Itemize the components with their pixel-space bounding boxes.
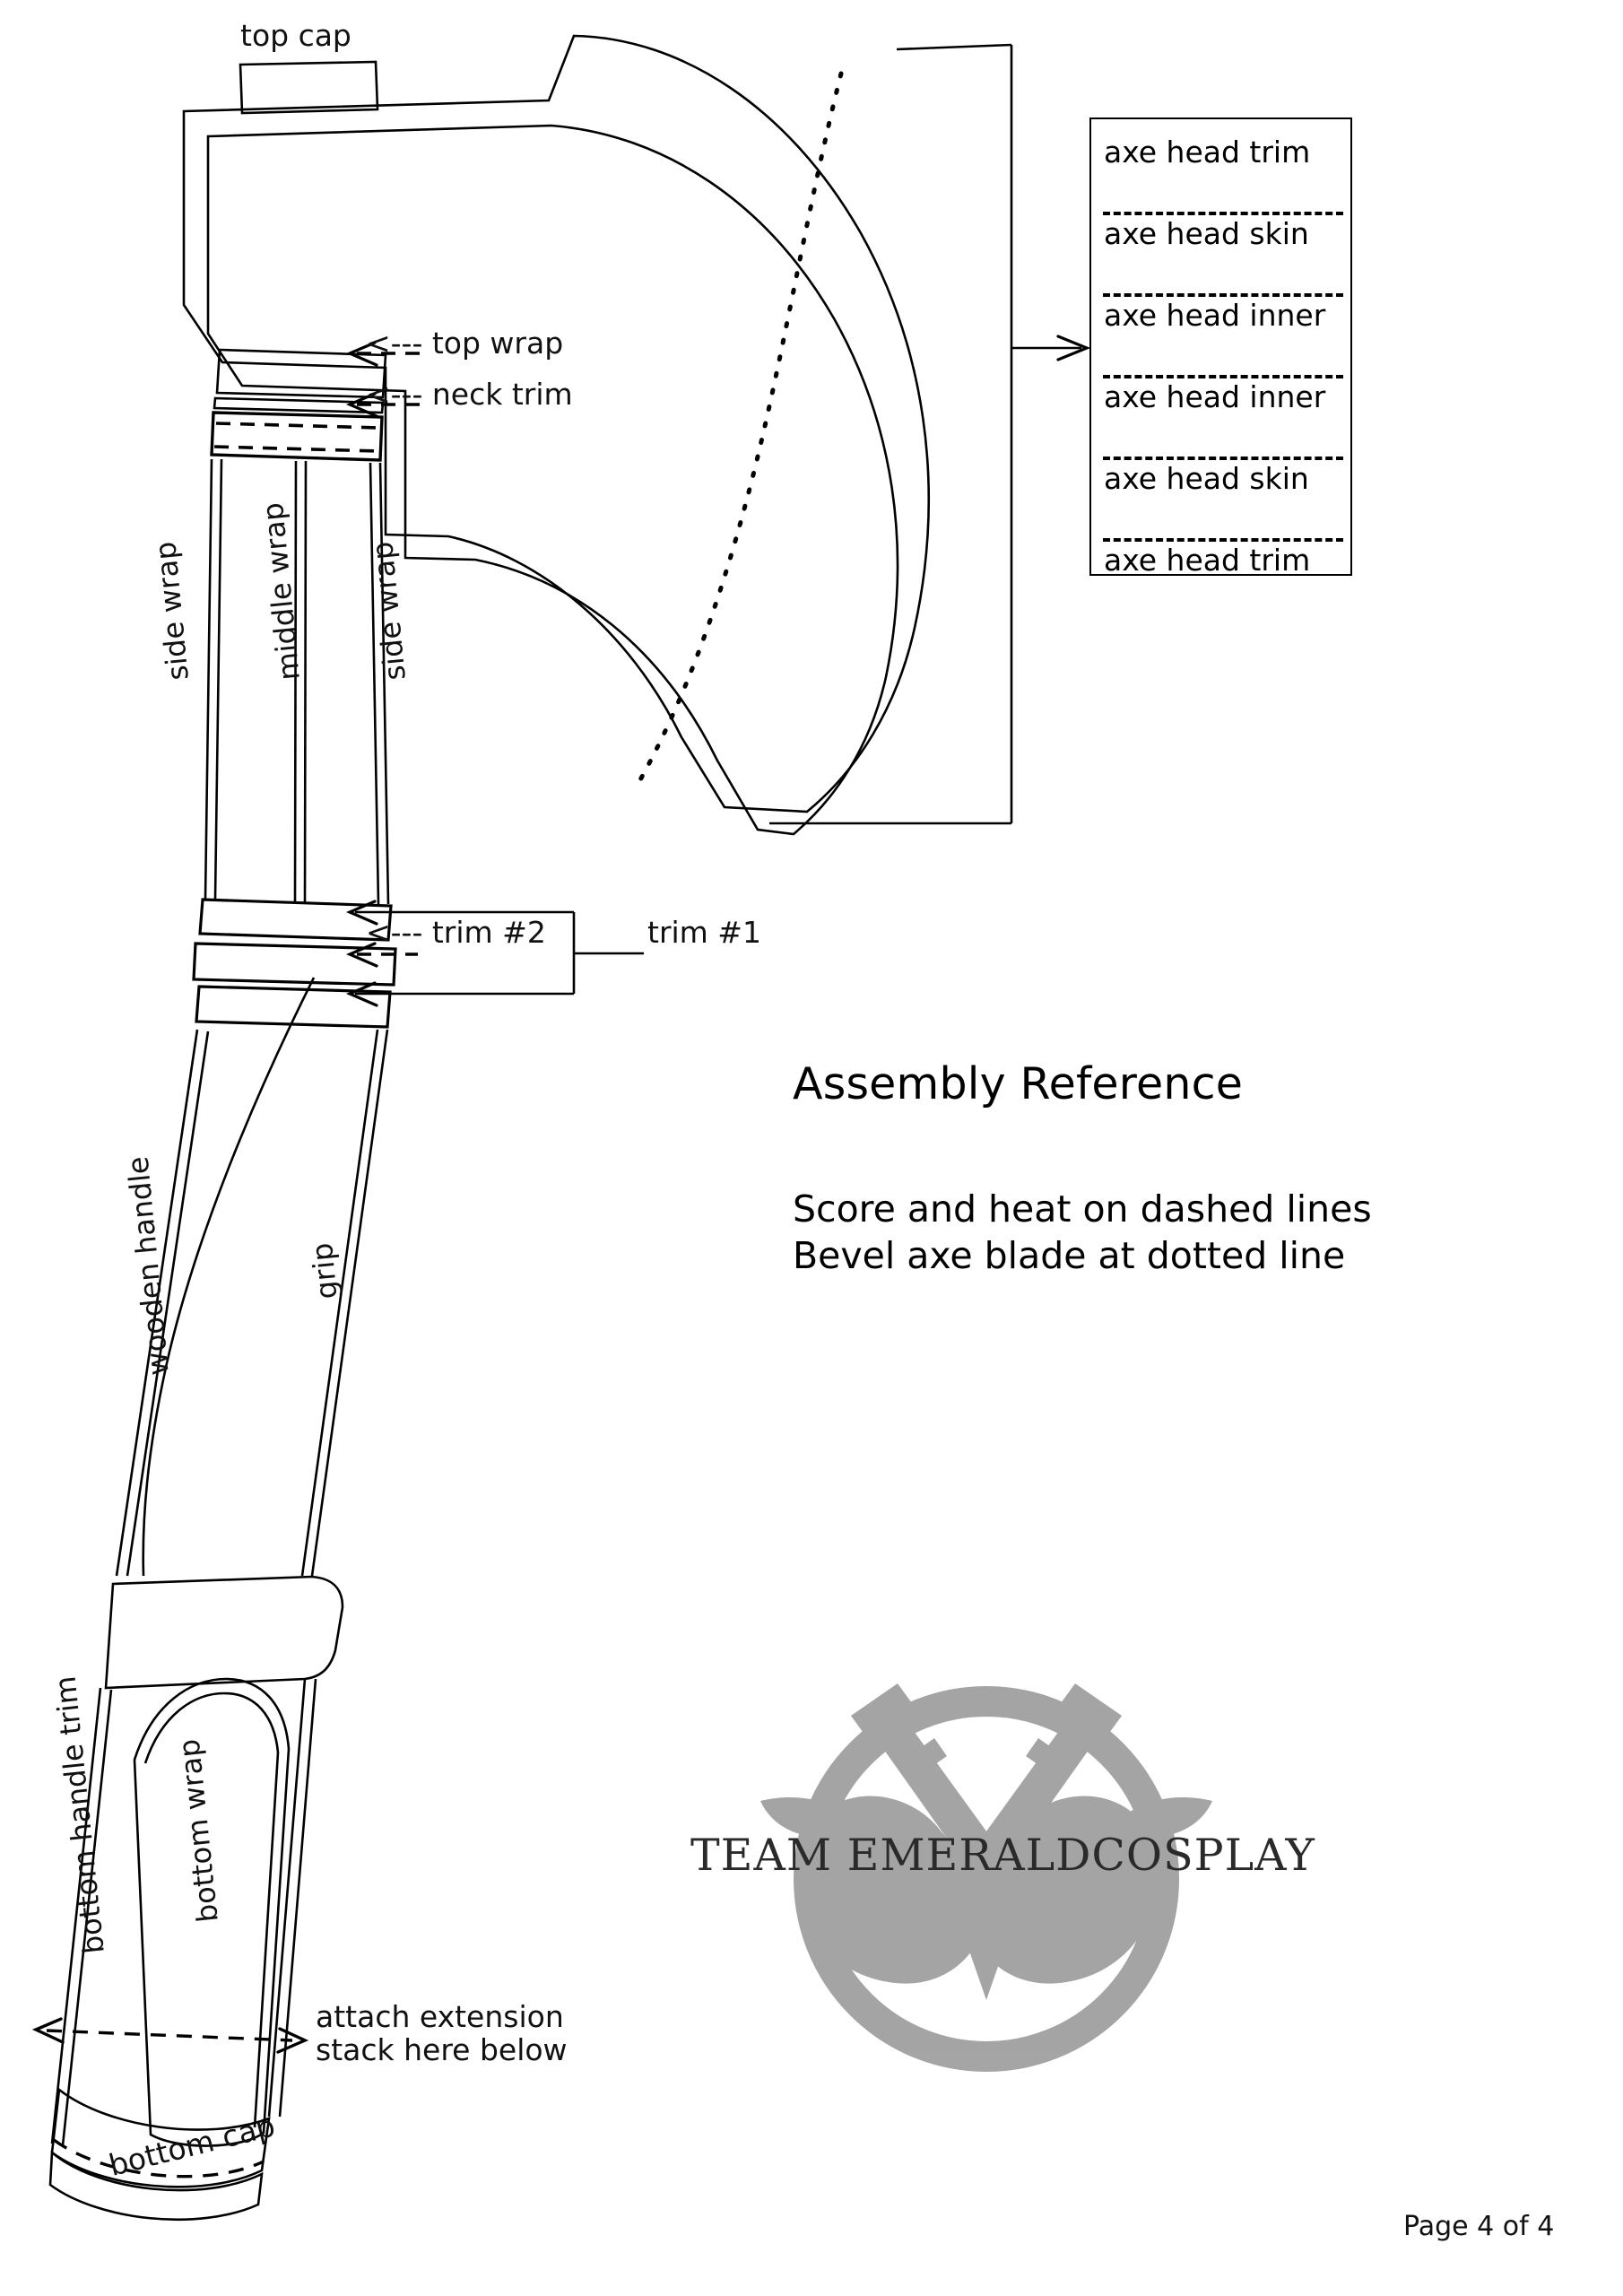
legend-row-2: axe head inner [1104,298,1326,333]
attach-extension-score-line [31,2017,309,2054]
legend-row-3: axe head inner [1104,379,1326,414]
legend-row-1: axe head skin [1104,216,1309,251]
legend-separator-4 [1103,538,1343,542]
neck-collar [213,348,387,414]
trim2-leader [345,942,418,968]
label-top-wrap: <--- top wrap [366,326,564,361]
label-top-cap: top cap [240,18,352,53]
blade-bevel-dotted-line [632,71,844,792]
label-neck-trim: <--- neck trim [366,377,573,412]
legend-separator-1 [1103,293,1343,297]
legend-separator-0 [1103,212,1343,215]
axe-head-outer-outline [182,34,930,813]
bottom-wrap-panel [133,1677,291,2147]
legend-row-4: axe head skin [1104,461,1309,496]
top-cap-shape [239,60,379,115]
label-trim-2: <--- trim #2 [366,915,546,950]
top-wrap-leader [345,341,421,367]
bottom-cap-shape [48,2087,271,2222]
label-grip: grip [305,1241,344,1301]
bottom-handle-block [50,1575,344,2146]
legend-row-0: axe head trim [1104,135,1311,170]
wooden-handle-lower [115,977,389,1577]
neck-trim-band [210,411,384,462]
label-trim-1: trim #1 [647,915,761,950]
legend-separator-2 [1103,375,1343,378]
page-title: Assembly Reference [793,1058,1244,1109]
axe-head-layer-legend: axe head trim axe head skin axe head inn… [1089,117,1352,578]
page-number-footer: Page 4 of 4 [1403,2211,1555,2242]
instruction-line-2: Bevel axe blade at dotted line [793,1234,1346,1278]
legend-row-5: axe head trim [1104,543,1311,578]
attach-extension-line-1: attach extension [316,1999,564,2034]
legend-pointer-bracket [769,43,1091,825]
trim-band-stack [192,898,397,1029]
instruction-line-1: Score and heat on dashed lines [793,1187,1372,1231]
neck-trim-leader [345,392,421,418]
axe-head-inner-contour [206,124,899,836]
legend-separator-3 [1103,457,1343,460]
handle-upper-strips [204,458,390,905]
emeraldcosplay-emblem-icon [760,1683,1212,2072]
trim1-bracket [345,900,644,1007]
watermark-text: TEAM EMERALDCOSPLAY [690,1830,1315,1881]
attach-extension-line-2: stack here below [316,2031,568,2067]
